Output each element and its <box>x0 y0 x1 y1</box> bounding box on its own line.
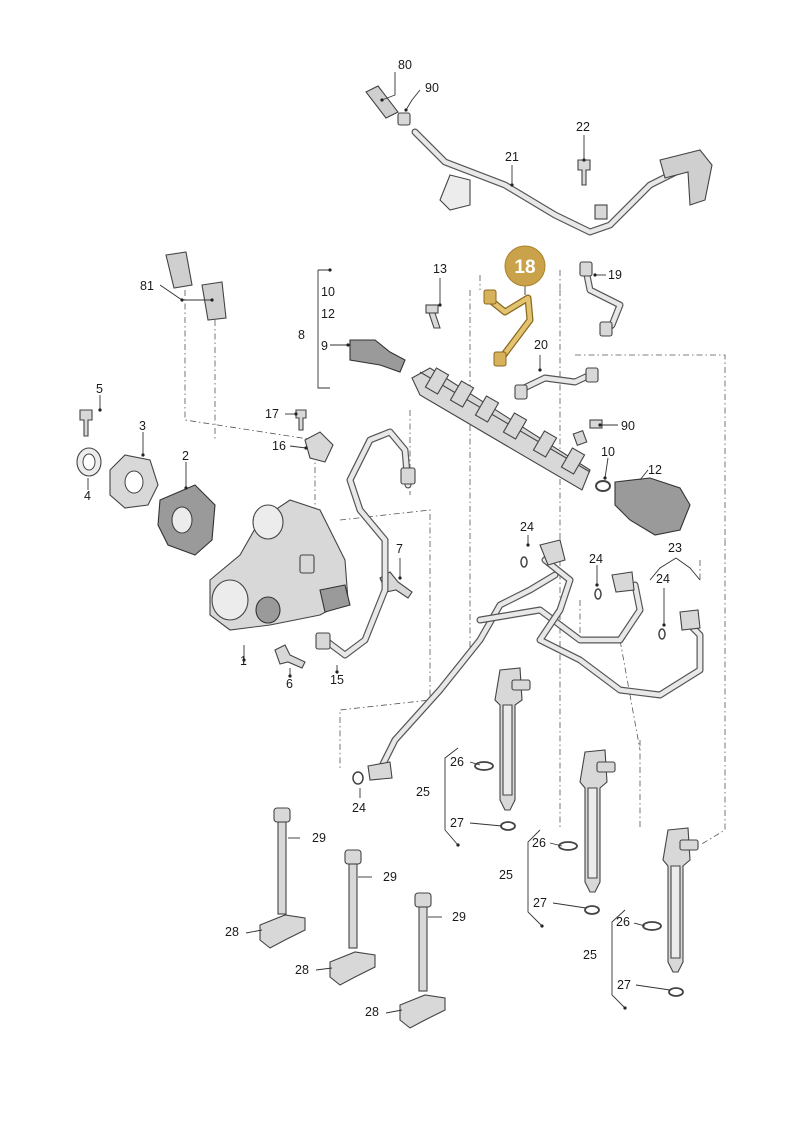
callout-22: 22 <box>576 120 590 134</box>
callout-20: 20 <box>534 338 548 352</box>
callout-4: 4 <box>84 489 91 503</box>
callout-13: 13 <box>433 262 447 276</box>
callout-24a: 24 <box>520 520 534 534</box>
injector-b <box>558 749 616 915</box>
sensor-9-icon <box>349 339 406 373</box>
callout-80: 80 <box>398 58 412 72</box>
callout-23: 23 <box>668 541 682 555</box>
seal-10-icon <box>595 480 611 492</box>
callout-2: 2 <box>182 449 189 463</box>
callout-29a: 29 <box>312 831 326 845</box>
bolt-6-icon <box>274 644 306 669</box>
valve-12-icon <box>614 477 691 536</box>
callouts: 80 90 22 21 18 13 19 81 10 12 8 9 20 5 1… <box>84 58 682 1019</box>
clamp-90b-icon <box>589 419 603 429</box>
leak-off-lines <box>352 539 704 785</box>
callout-24d: 24 <box>352 801 366 815</box>
bracket-icon <box>439 174 471 211</box>
bolt-5-icon <box>79 409 93 437</box>
injector-a <box>474 667 531 831</box>
callout-5: 5 <box>96 382 103 396</box>
bolt-clamp-c <box>399 892 446 1029</box>
callout-21: 21 <box>505 150 519 164</box>
bolt-17-icon <box>295 409 307 431</box>
callout-18: 18 <box>514 257 535 278</box>
pipe-15 <box>315 428 416 659</box>
callout-90: 90 <box>425 81 439 95</box>
bolt-clamp-a <box>259 807 306 949</box>
bolt-clamp-b <box>329 849 376 986</box>
callout-28b: 28 <box>295 963 309 977</box>
callout-26a: 26 <box>450 755 464 769</box>
hose-80-icon <box>365 85 399 119</box>
callout-24c: 24 <box>656 572 670 586</box>
callout-25b: 25 <box>499 868 513 882</box>
return-line-assembly <box>365 85 713 236</box>
bolt-22-icon <box>577 159 591 186</box>
callout-12: 12 <box>321 307 335 321</box>
hoses-81 <box>165 251 227 321</box>
callout-81: 81 <box>140 279 154 293</box>
bolt-13-head-icon <box>425 304 439 314</box>
callout-28c: 28 <box>365 1005 379 1019</box>
callout-25a: 25 <box>416 785 430 799</box>
callout-27b: 27 <box>533 896 547 910</box>
callout-18-highlight: 18 <box>504 245 546 287</box>
pipe-19 <box>579 261 624 337</box>
callout-12b: 12 <box>648 463 662 477</box>
callout-28a: 28 <box>225 925 239 939</box>
callout-16: 16 <box>272 439 286 453</box>
injector-c <box>642 827 699 997</box>
callout-27a: 27 <box>450 816 464 830</box>
bracket-small-icon <box>594 204 608 220</box>
callout-26c: 26 <box>616 915 630 929</box>
hose-21-icon <box>659 149 713 206</box>
callout-29c: 29 <box>452 910 466 924</box>
callout-26b: 26 <box>532 836 546 850</box>
callout-17: 17 <box>265 407 279 421</box>
pipe-20 <box>514 367 599 400</box>
callout-29b: 29 <box>383 870 397 884</box>
callout-15: 15 <box>330 673 344 687</box>
callout-7: 7 <box>396 542 403 556</box>
high-pressure-pipe-18 <box>483 289 534 367</box>
fuel-rail <box>349 304 691 536</box>
callout-27c: 27 <box>617 978 631 992</box>
callout-10: 10 <box>321 285 335 299</box>
callout-3: 3 <box>139 419 146 433</box>
callout-8: 8 <box>298 328 305 342</box>
leader-dots <box>98 98 666 1010</box>
callout-19: 19 <box>608 268 622 282</box>
clip-16-icon <box>304 431 334 463</box>
callout-10b: 10 <box>601 445 615 459</box>
callout-6: 6 <box>286 677 293 691</box>
leader-lines <box>87 72 701 1014</box>
clamp-90-icon <box>397 112 411 126</box>
callout-9: 9 <box>321 339 328 353</box>
callout-25c: 25 <box>583 948 597 962</box>
callout-24b: 24 <box>589 552 603 566</box>
callout-90b: 90 <box>621 419 635 433</box>
pump-assembly <box>76 409 413 669</box>
